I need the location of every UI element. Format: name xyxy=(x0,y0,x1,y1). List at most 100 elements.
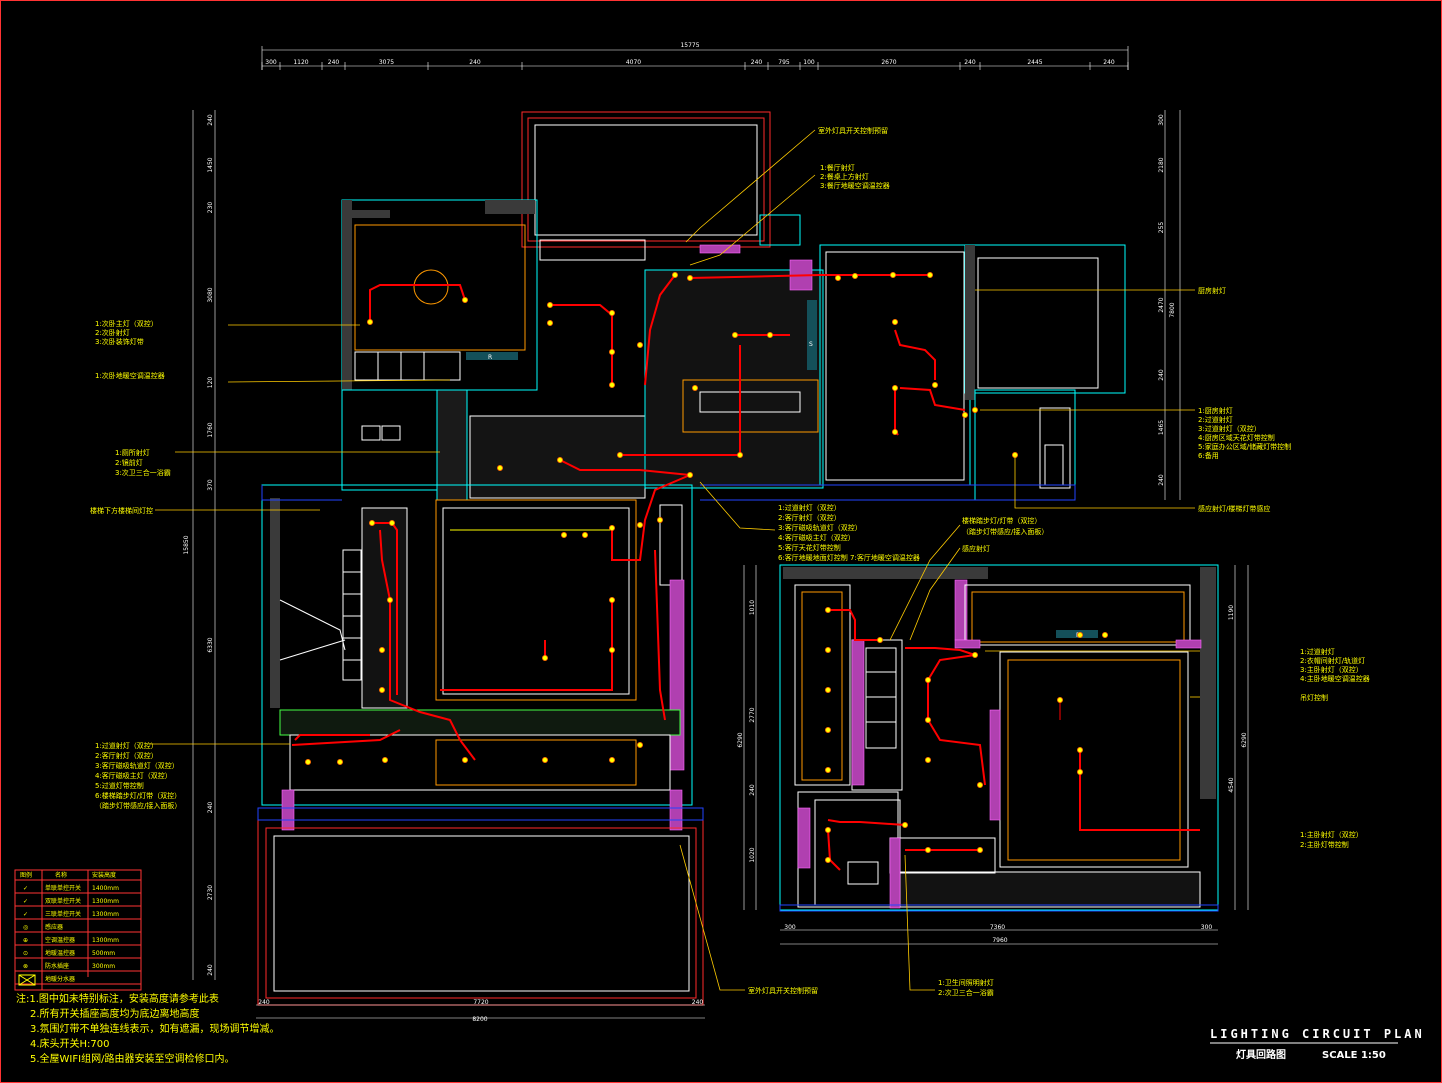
left-dim: 1450 xyxy=(207,157,214,172)
legend-height: 1300mm xyxy=(92,911,119,918)
upper-floor-lamps xyxy=(825,607,1109,864)
annotation-line: 楼梯踏步灯/灯带（双控） xyxy=(962,516,1041,525)
annotation-line: 5:家庭办公区域/储藏灯带控制 xyxy=(1198,442,1291,451)
downlight xyxy=(381,757,388,764)
top-dim: 240 xyxy=(469,59,481,66)
room-mark-r1: R xyxy=(488,354,492,361)
title-scale: SCALE 1:50 xyxy=(1322,1050,1386,1061)
right-dim: 2180 xyxy=(1158,157,1165,172)
downlight xyxy=(972,406,979,413)
annotation-line: 1:过道射灯 xyxy=(1300,647,1335,656)
legend-name: 感应器 xyxy=(45,923,63,931)
ann-stair-ctrl: 楼梯下方楼梯间灯控 xyxy=(90,506,153,515)
legend-header: 安装高度 xyxy=(92,871,116,879)
top-dim: 1120 xyxy=(293,59,308,66)
legend-height: 500mm xyxy=(92,950,115,957)
annotation-line: 1:次卧地暖空调温控器 xyxy=(95,371,165,380)
left-dim: 6330 xyxy=(207,637,214,652)
downlight xyxy=(925,847,932,854)
annotation-line: 6:客厅地暖地面灯控制 7:客厅地暖空调温控器 xyxy=(778,553,920,562)
downlight xyxy=(542,655,549,662)
downlight xyxy=(925,677,932,684)
annotation-line: 2:过道射灯 xyxy=(1198,415,1233,424)
annotation-line: 1:厕所射灯 xyxy=(115,448,150,457)
annotation-line: 1:餐厅射灯 xyxy=(820,163,855,172)
downlight xyxy=(1077,769,1084,776)
downlight xyxy=(388,520,395,527)
annotation-line: 2:镜前灯 xyxy=(115,458,143,467)
downlight xyxy=(825,727,832,734)
ann-outdoor-ctrl: 室外灯具开关控制预留 xyxy=(818,126,888,135)
downlight xyxy=(1077,747,1084,754)
downlight xyxy=(561,532,568,539)
downlight xyxy=(902,822,909,829)
annotation-line: 4:主卧地暖空调温控器 xyxy=(1300,674,1370,683)
downlight xyxy=(890,271,897,278)
note-line: 3.氛围灯带不单独连线表示，如有遮漏，现场调节增减。 xyxy=(30,1022,280,1035)
general-notes: 注:1.图中如未特别标注，安装高度请参考此表2.所有开关插座高度均为底边离地高度… xyxy=(16,992,280,1065)
downlight xyxy=(657,517,664,524)
annotation-line: （踏步灯带感应/接入面板） xyxy=(95,801,181,810)
top-dim: 240 xyxy=(1103,59,1115,66)
annotation-line: 3:客厅磁吸轨道灯（双控） xyxy=(778,523,862,532)
legend-symbol-icon: ◎ xyxy=(23,924,28,931)
top-total-dim: 15775 xyxy=(680,42,699,49)
right-dim: 1465 xyxy=(1158,420,1165,435)
legend-height: 1400mm xyxy=(92,885,119,892)
downlight xyxy=(304,759,311,766)
downlight xyxy=(609,348,616,355)
downlight xyxy=(609,381,616,388)
top-dim: 240 xyxy=(751,59,763,66)
upper-bottom-dim: 7360 xyxy=(990,924,1005,931)
downlight xyxy=(378,647,385,654)
bottom-total-dim: 8200 xyxy=(472,1016,487,1023)
downlight xyxy=(609,309,616,316)
annotation-line: 5:客厅天花灯带控制 xyxy=(778,543,841,552)
annotation-line: 6:备用 xyxy=(1198,451,1219,460)
ann-kitchen: 1:厨房射灯2:过道射灯3:过道射灯（双控）4:厨房区域天花灯带控制5:家庭办公… xyxy=(1198,406,1291,460)
legend-name: 单联单控开关 xyxy=(45,884,81,892)
upper-right-dim: 1190 xyxy=(1228,605,1235,620)
downlight xyxy=(609,525,616,532)
ann-outdoor-ctrl-2: 室外灯具开关控制预留 xyxy=(748,986,818,995)
downlight xyxy=(825,767,832,774)
bottom-dim: 240 xyxy=(692,999,704,1006)
note-line: 4.床头开关H:700 xyxy=(30,1037,110,1050)
annotation-line: 2:衣帽间射灯/轨道灯 xyxy=(1300,656,1365,665)
manifold-icon xyxy=(18,974,36,986)
downlight xyxy=(672,271,679,278)
top-dim: 2670 xyxy=(881,59,896,66)
title-english: LIGHTING CIRCUIT PLAN xyxy=(1210,1027,1425,1041)
title-block: LIGHTING CIRCUIT PLAN 灯具回路图 SCALE 1:50 xyxy=(1210,1027,1425,1061)
downlight xyxy=(461,296,468,303)
legend-symbol-icon: ⊕ xyxy=(23,937,28,944)
top-dim: 4070 xyxy=(626,59,641,66)
downlight xyxy=(892,318,899,325)
downlight xyxy=(1102,632,1109,639)
right-dim: 255 xyxy=(1158,222,1165,234)
right-dim: 300 xyxy=(1158,114,1165,126)
ground-floor-plan: R S xyxy=(257,111,1126,1006)
upper-left-dim: 1010 xyxy=(749,600,756,615)
ann-stair-steps: 楼梯踏步灯/灯带（双控）（踏步灯带感应/接入面板） xyxy=(962,516,1048,536)
downlight xyxy=(977,847,984,854)
downlight xyxy=(825,687,832,694)
downlight xyxy=(1057,697,1064,704)
legend-name: 防水插座 xyxy=(45,962,69,970)
downlight xyxy=(892,384,899,391)
downlight xyxy=(925,757,932,764)
upper-bottom-total: 7960 xyxy=(992,937,1007,944)
ann-kitchen-spot: 厨房射灯 xyxy=(1198,286,1226,295)
downlight xyxy=(617,451,624,458)
upper-left-total: 6290 xyxy=(737,732,744,747)
downlight xyxy=(542,757,549,764)
title-chinese: 灯具回路图 xyxy=(1236,1048,1286,1061)
ground-floor-lamps xyxy=(304,271,1019,766)
ann-pendant: 吊灯控制 xyxy=(1300,693,1328,702)
top-dim: 2445 xyxy=(1027,59,1042,66)
ann-sensor-spot: 感应射灯 xyxy=(962,544,990,553)
